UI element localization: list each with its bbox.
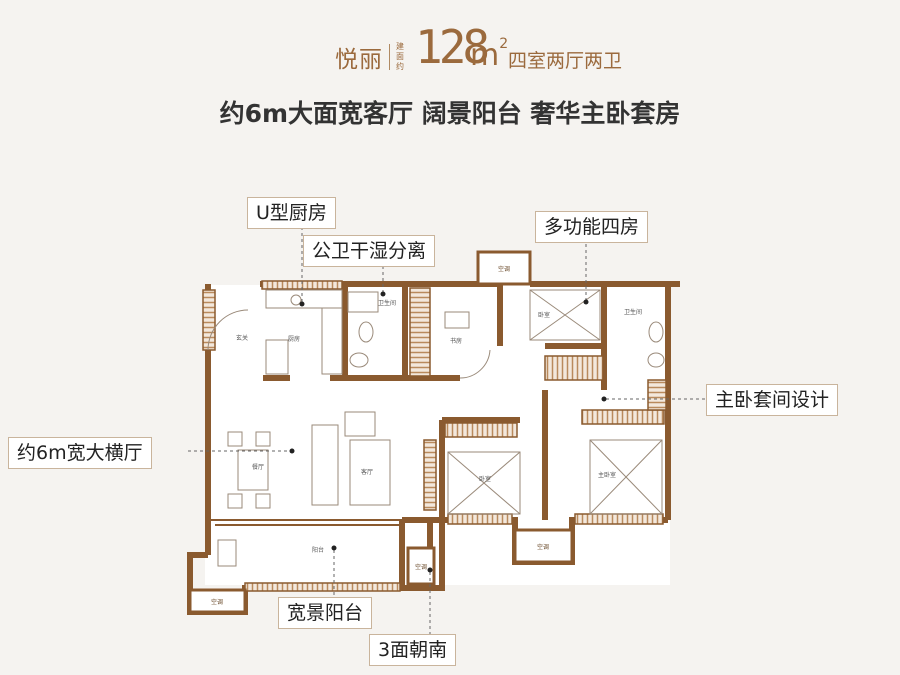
bath-vanity bbox=[347, 291, 379, 313]
room-master-bath: 卫生间 bbox=[624, 308, 642, 316]
window-west bbox=[202, 289, 216, 351]
kitchen-fridge bbox=[265, 339, 289, 375]
ac-left-label: 空调 bbox=[211, 598, 223, 606]
room-master-bedroom: 主卧室 bbox=[598, 471, 616, 479]
bath-toilet bbox=[358, 321, 374, 343]
callout-fourth-room: 多功能四房 bbox=[535, 211, 649, 243]
wall-accents bbox=[208, 519, 402, 526]
window-south-second bbox=[447, 513, 513, 525]
room-bedroom-north: 卧室 bbox=[538, 311, 550, 319]
header: 悦丽 建面约 128 m2 四室两厅两卫 bbox=[0, 18, 900, 78]
bed-north-diag2 bbox=[529, 289, 601, 341]
dot-fourth-room bbox=[583, 299, 589, 305]
project-name: 悦丽 bbox=[335, 47, 383, 73]
ac-mid-label: 空调 bbox=[415, 563, 427, 571]
callout-living-hall: 约6m宽大横厅 bbox=[8, 437, 152, 469]
bath-basin bbox=[349, 352, 369, 368]
room-dining: 餐厅 bbox=[252, 463, 264, 471]
leader-dots bbox=[289, 291, 607, 573]
room-entrance: 玄关 bbox=[236, 334, 248, 342]
balcony-rail bbox=[244, 582, 401, 592]
area-value: 128 bbox=[415, 20, 490, 74]
dot-balcony bbox=[331, 545, 337, 551]
bed-master-diag2 bbox=[589, 439, 663, 515]
dining-chair-2 bbox=[255, 431, 271, 447]
armchair bbox=[344, 411, 376, 437]
room-labels: 玄关 厨房 卫生间 书房 卧室 卫生间 餐厅 客厅 卧室 主卧室 阳台 bbox=[236, 299, 642, 554]
bed-second bbox=[447, 451, 521, 515]
ac-labels: 空调 空调 空调 空调 bbox=[211, 265, 549, 606]
closet-second bbox=[444, 422, 518, 438]
ac-bottom-label: 空调 bbox=[537, 543, 549, 551]
window-panels bbox=[202, 280, 667, 592]
room-kitchen: 厨房 bbox=[288, 335, 300, 343]
closet-master-side bbox=[647, 379, 667, 411]
callout-balcony: 宽景阳台 bbox=[278, 597, 373, 629]
door-swing-entrance bbox=[207, 309, 249, 351]
window-study bbox=[409, 287, 431, 377]
ac-left-box bbox=[188, 588, 247, 614]
master-bath-toilet bbox=[648, 321, 664, 343]
bed-second-diag2 bbox=[447, 451, 521, 515]
area-unit-base: m bbox=[470, 38, 500, 73]
subtitle: 约6m大面宽客厅 阔景阳台 奢华主卧套房 bbox=[219, 99, 681, 128]
callout-bathroom: 公卫干湿分离 bbox=[303, 235, 436, 267]
kitchen-sink bbox=[290, 294, 302, 306]
tv-wall bbox=[423, 439, 437, 511]
dining-table bbox=[237, 449, 269, 491]
area-unit: m2 bbox=[470, 36, 509, 73]
dot-master-suite bbox=[601, 396, 607, 402]
dining-chair-3 bbox=[227, 493, 243, 509]
kitchen-counter bbox=[265, 289, 343, 309]
ac-bottom-box bbox=[513, 528, 574, 564]
area-unit-exp: 2 bbox=[499, 36, 509, 52]
room-bathroom: 卫生间 bbox=[378, 299, 396, 307]
door-swing-study bbox=[459, 349, 491, 379]
layout-type: 四室两厅两卫 bbox=[508, 50, 623, 72]
room-balcony: 阳台 bbox=[312, 546, 324, 554]
ac-units bbox=[188, 250, 574, 614]
area-label: 建面约 bbox=[396, 42, 404, 71]
coffee-table bbox=[349, 439, 391, 506]
room-study: 书房 bbox=[450, 337, 462, 345]
closet-north bbox=[544, 355, 604, 381]
closet-master bbox=[581, 409, 665, 425]
bed-north bbox=[529, 289, 601, 341]
room-living: 客厅 bbox=[361, 468, 373, 476]
ac-top-box bbox=[476, 250, 532, 286]
furniture bbox=[207, 289, 665, 567]
callout-south-facing: 3面朝南 bbox=[369, 634, 457, 666]
dining-chair-1 bbox=[227, 431, 243, 447]
callout-kitchen: U型厨房 bbox=[247, 197, 336, 229]
header-divider bbox=[389, 44, 390, 70]
leader-lines bbox=[188, 221, 708, 636]
room-bedroom-second: 卧室 bbox=[479, 475, 491, 483]
study-desk bbox=[444, 311, 470, 329]
dot-living-hall bbox=[289, 448, 295, 454]
ac-top-label: 空调 bbox=[498, 265, 510, 273]
dot-bathroom bbox=[380, 291, 386, 297]
dot-kitchen bbox=[299, 301, 305, 307]
sofa bbox=[311, 424, 339, 506]
kitchen-counter-side bbox=[321, 307, 343, 375]
window-south-master bbox=[574, 513, 664, 525]
callout-master-suite: 主卧套间设计 bbox=[706, 384, 839, 416]
bed-master bbox=[589, 439, 663, 515]
dot-south-facing bbox=[427, 567, 433, 573]
dining-chair-4 bbox=[255, 493, 271, 509]
balcony-washer bbox=[217, 539, 237, 567]
master-bath-basin bbox=[647, 352, 665, 368]
